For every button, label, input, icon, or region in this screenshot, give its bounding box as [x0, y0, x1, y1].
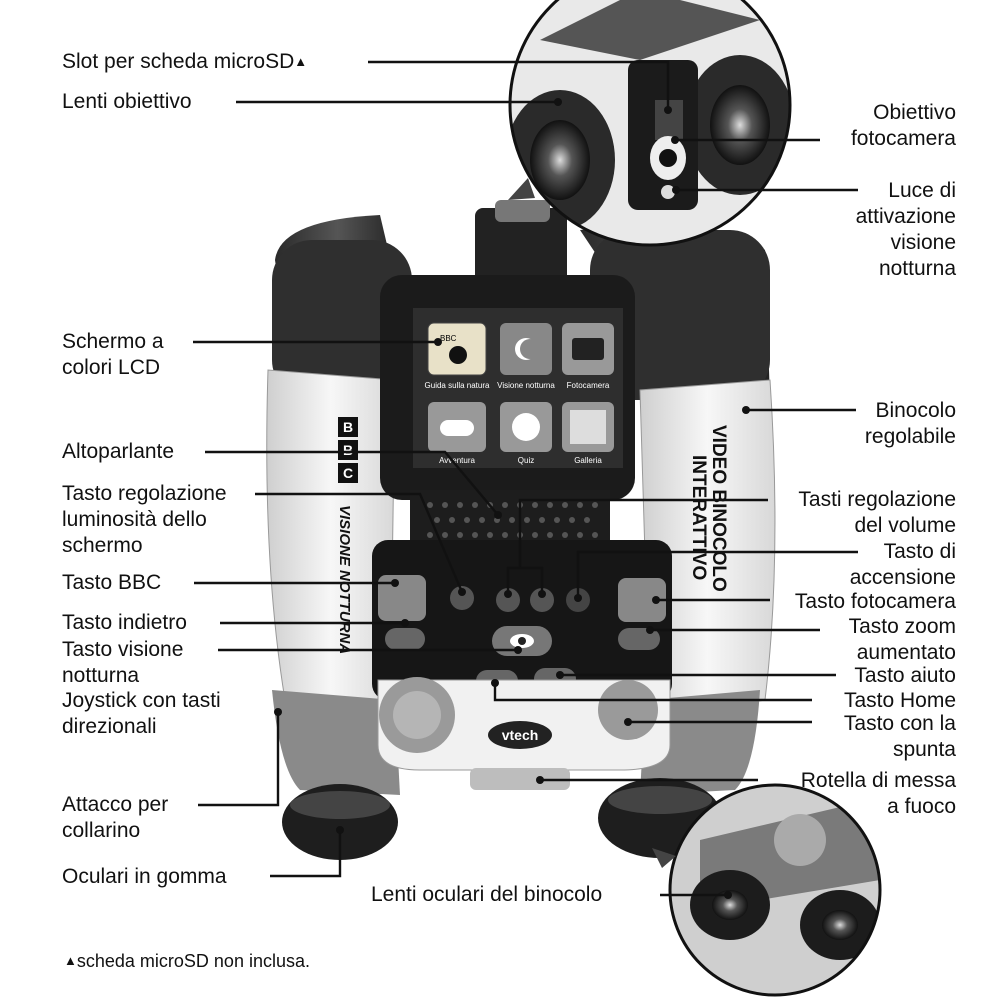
screen-app-0: Guida sulla natura [425, 381, 490, 390]
label-tasto-aiuto: Tasto aiuto [854, 664, 956, 687]
screen-app-4: Quiz [518, 456, 534, 465]
control-panel [372, 540, 672, 700]
focus-wheel [470, 768, 570, 790]
side-text-right-1: VIDEO BINOCOLO [708, 425, 729, 592]
label-lenti-oculari: Lenti oculari del binocolo [371, 883, 603, 906]
brand-text: vtech [502, 727, 539, 743]
quiz-icon [512, 413, 540, 441]
gamepad-icon [440, 420, 474, 436]
label-altoparlante: Altoparlante [62, 440, 175, 463]
moon-icon [520, 339, 540, 359]
label-oculari-gomma: Oculari in gomma [62, 865, 227, 888]
paw-icon [449, 346, 467, 364]
volume-down-button [496, 588, 520, 612]
camera-icon [572, 338, 604, 360]
vtech-logo [488, 721, 552, 749]
bbc-button [378, 575, 426, 621]
label-tasto-indietro: Tasto indietro [62, 611, 187, 634]
microsd-note-mark: ▲ [294, 54, 308, 69]
side-text-left: VISIONE NOTTURNA [336, 505, 353, 654]
footnote: ▲scheda microSD non inclusa. [64, 951, 310, 971]
side-bbc-c: C [343, 465, 353, 481]
label-microsd-slot: Slot per scheda microSD▲ [62, 50, 308, 73]
side-text-right-2: INTERATTIVO [688, 455, 709, 580]
screen-app-1: Visione notturna [497, 381, 555, 390]
screen-bbc-badge: BBC [440, 334, 457, 343]
screen-app-3: Avventura [439, 456, 475, 465]
volume-up-button [530, 588, 554, 612]
night-light [661, 185, 675, 199]
gallery-icon [570, 410, 606, 444]
leader-lines [193, 60, 858, 897]
label-tasto-bbc: Tasto BBC [62, 571, 162, 594]
label-tasto-fotocamera: Tasto fotocamera [794, 590, 956, 613]
footnote-mark: ▲ [64, 953, 77, 968]
ok-button [598, 680, 658, 740]
side-bbc-b2: B [343, 442, 353, 458]
label-lenti-obiettivo: Lenti obiettivo [62, 90, 192, 113]
camera-button [618, 578, 666, 622]
app-grid: BBC [427, 322, 614, 452]
camera-lens [659, 149, 677, 167]
screen-app-2: Fotocamera [567, 381, 610, 390]
label-tasto-home: Tasto Home [843, 689, 956, 712]
back-button [385, 628, 425, 650]
side-bbc-b1: B [343, 419, 353, 435]
brightness-button [450, 586, 474, 610]
screen-app-5: Galleria [574, 456, 602, 465]
